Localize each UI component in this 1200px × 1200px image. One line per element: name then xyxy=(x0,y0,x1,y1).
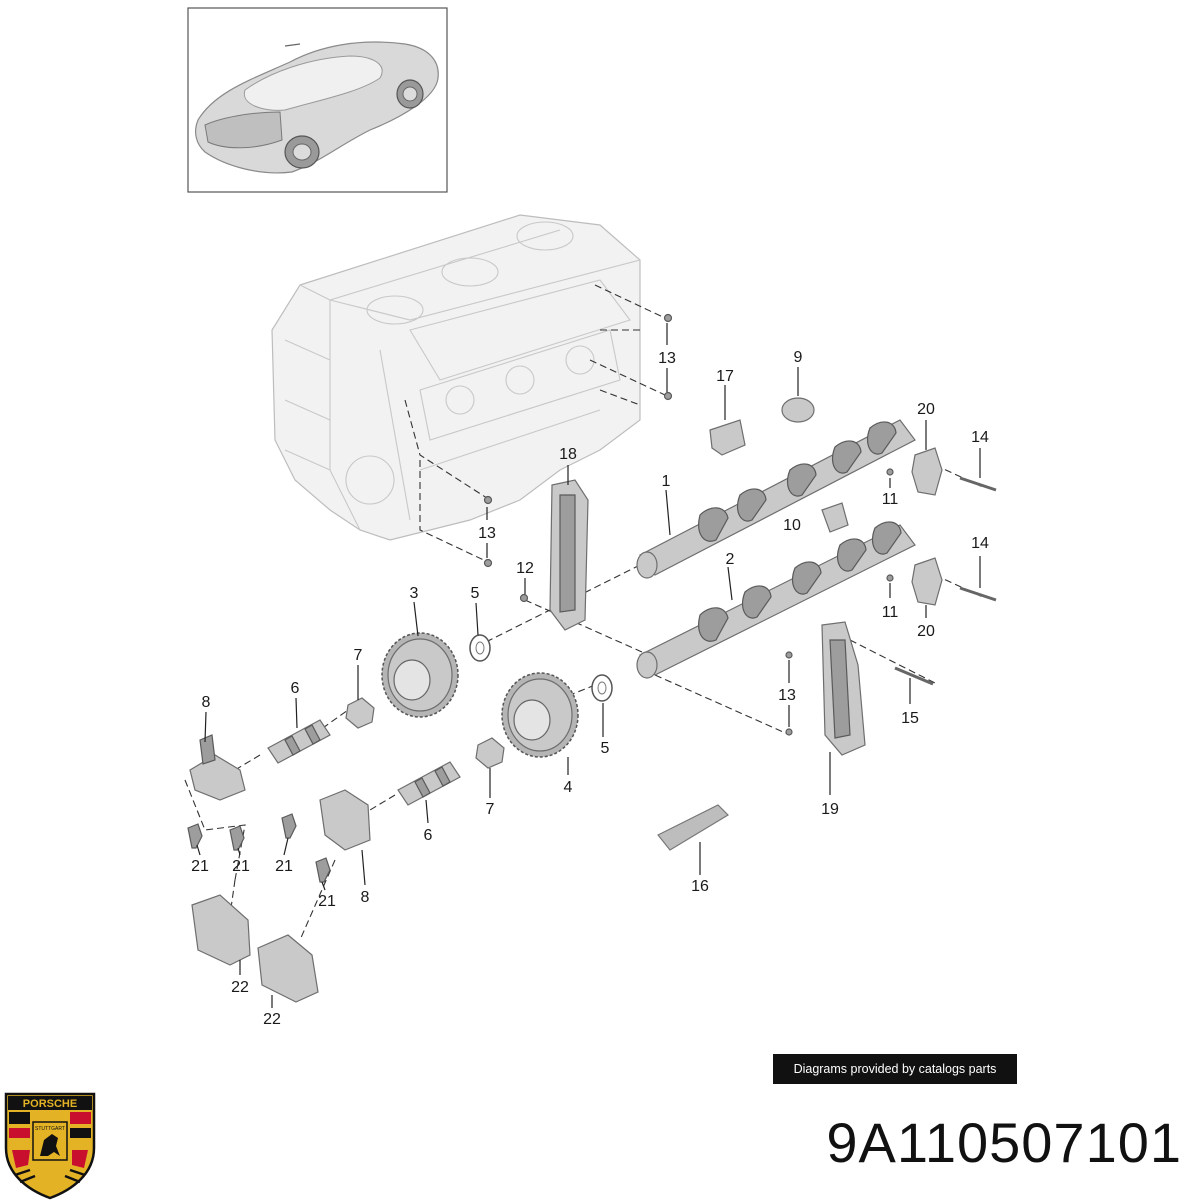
studs xyxy=(483,313,894,736)
intake-camshaft xyxy=(636,521,916,679)
callout-label: 8 xyxy=(361,889,370,906)
callout-label: 8 xyxy=(202,694,211,711)
part-number: 9A110507101 xyxy=(826,1111,1182,1174)
callout-label: 21 xyxy=(275,858,293,875)
callout-label: 1 xyxy=(662,473,671,490)
callout-label: 11 xyxy=(882,604,899,621)
callout-label: 12 xyxy=(516,560,534,577)
callout-label: 17 xyxy=(716,368,734,385)
callout-label: 22 xyxy=(263,1011,281,1028)
callout-label: 9 xyxy=(794,349,803,366)
vehicle-thumbnail xyxy=(187,7,448,193)
callout-label: 6 xyxy=(291,680,300,697)
nuts xyxy=(345,697,505,769)
callout-label: 13 xyxy=(658,350,676,367)
strip-16 xyxy=(657,804,729,851)
callout-label: 21 xyxy=(318,893,336,910)
long-bolts xyxy=(894,476,997,686)
leader-lines xyxy=(196,323,981,1008)
callout-label: 21 xyxy=(232,858,250,875)
central-valves xyxy=(267,719,461,806)
callout-label: 11 xyxy=(882,491,899,508)
cam-followers xyxy=(709,397,849,533)
callout-label: 7 xyxy=(486,801,495,818)
exhaust-camshaft xyxy=(636,419,916,579)
callout-label: 5 xyxy=(471,585,480,602)
porsche-crest-logo: PORSCHE STUTTGART xyxy=(4,1092,96,1200)
callout-label: 19 xyxy=(821,801,839,818)
callout-label: 2 xyxy=(726,551,735,568)
callout-label: 21 xyxy=(191,858,209,875)
chain-guide xyxy=(549,479,589,631)
credit-badge: Diagrams provided by catalogs parts xyxy=(773,1054,1017,1084)
callout-label: 4 xyxy=(564,779,573,796)
callout-label: 7 xyxy=(354,647,363,664)
callout-label: 20 xyxy=(917,401,935,418)
callout-label: 22 xyxy=(231,979,249,996)
callout-label: 10 xyxy=(783,517,801,534)
callout-label: 14 xyxy=(971,535,989,552)
camshaft-adjuster-upper xyxy=(381,632,459,718)
callout-label: 6 xyxy=(424,827,433,844)
callout-label: 18 xyxy=(559,446,577,463)
svg-text:PORSCHE: PORSCHE xyxy=(23,1098,77,1110)
svg-text:STUTTGART: STUTTGART xyxy=(35,1126,65,1132)
callout-label: 20 xyxy=(917,623,935,640)
callout-label: 5 xyxy=(601,740,610,757)
callout-labels: 1 2 3 4 5 5 6 6 7 7 8 8 9 10 11 11 12 13… xyxy=(191,349,989,1028)
cylinder-head xyxy=(271,214,641,541)
washers xyxy=(469,634,613,702)
tensioner-rail xyxy=(821,621,866,756)
callout-label: 16 xyxy=(691,878,709,895)
bolts-21 xyxy=(187,813,331,883)
bearing-caps xyxy=(911,447,943,606)
callout-label: 15 xyxy=(901,710,919,727)
assembly-lines xyxy=(184,284,986,941)
callout-label: 13 xyxy=(778,687,796,704)
callout-label: 3 xyxy=(410,585,419,602)
callout-label: 14 xyxy=(971,429,989,446)
camshaft-adjuster-lower xyxy=(501,672,579,758)
covers-22 xyxy=(191,894,319,1003)
callout-label: 13 xyxy=(478,525,496,542)
solenoids xyxy=(189,734,371,851)
